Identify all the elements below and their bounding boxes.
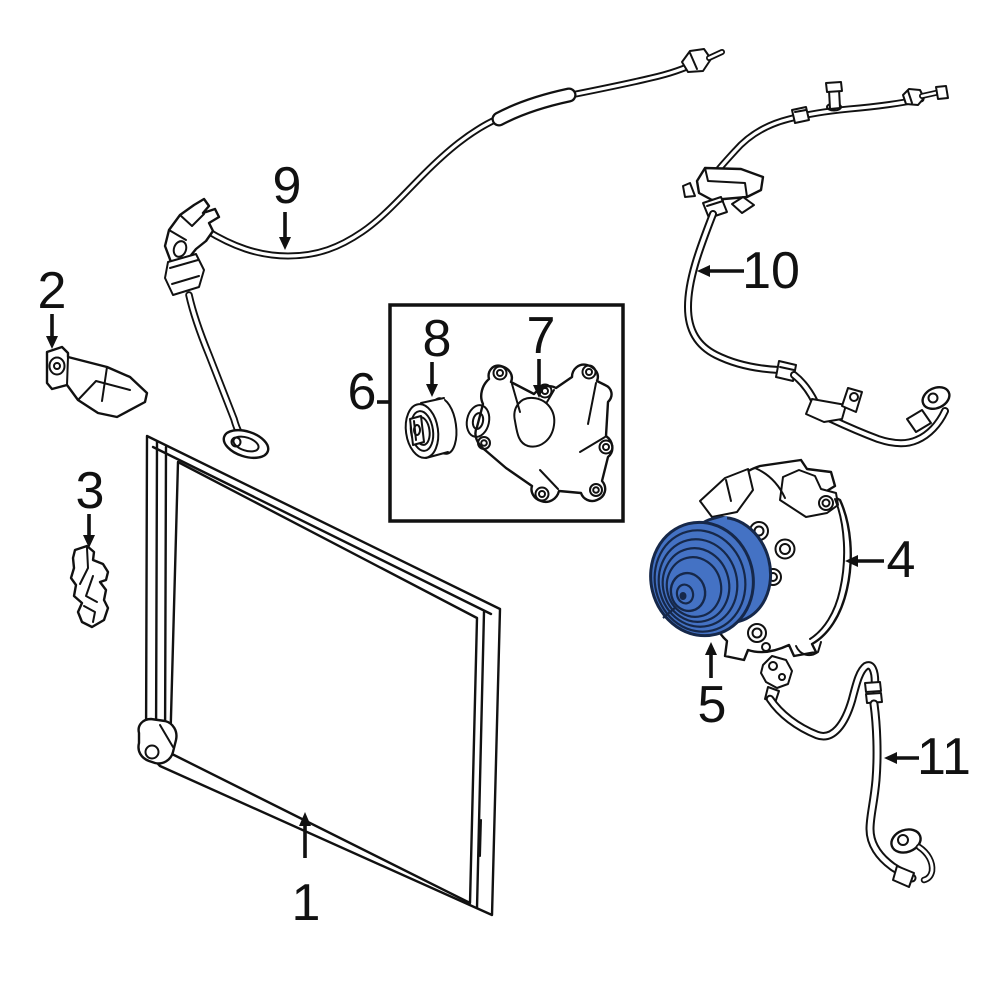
clip-3-drawing xyxy=(69,544,110,629)
callout-6: 6 xyxy=(348,363,391,421)
line9-flange xyxy=(222,428,270,460)
ac-hose-10-drawing xyxy=(682,81,951,448)
clutch-plate xyxy=(699,468,754,518)
callout-7: 7 xyxy=(527,307,556,398)
callout-10-label: 10 xyxy=(742,242,800,300)
callout-7-label: 7 xyxy=(527,307,556,365)
clutch-pulley-drawing xyxy=(649,515,773,638)
idler-hub-bolt xyxy=(409,415,425,446)
callout-1-label: 1 xyxy=(292,874,321,932)
callout-9: 9 xyxy=(273,157,302,250)
callout-5: 5 xyxy=(698,642,727,734)
callout-1: 1 xyxy=(292,812,321,932)
condenser-drawing xyxy=(137,434,502,917)
callouts: 1 2 3 4 5 6 7 xyxy=(38,157,971,932)
inset-box-6 xyxy=(388,303,625,523)
hose11-clamp xyxy=(760,655,793,689)
line9-connector-cylinder xyxy=(164,253,205,296)
callout-11: 11 xyxy=(884,728,971,786)
hose10-eyelet xyxy=(921,385,951,411)
callout-2: 2 xyxy=(38,262,67,349)
callout-5-label: 5 xyxy=(698,676,727,734)
callout-3-label: 3 xyxy=(76,462,105,520)
hose10-bracket xyxy=(805,398,847,423)
line9-end-fitting xyxy=(681,48,712,73)
idler-pulley-8-drawing xyxy=(404,397,458,459)
callout-4: 4 xyxy=(845,531,915,589)
mount-bracket-7-drawing xyxy=(465,363,614,504)
callout-8: 8 xyxy=(423,310,452,397)
callout-2-label: 2 xyxy=(38,262,67,320)
bracket-2-drawing xyxy=(45,345,149,419)
line9-connector xyxy=(163,197,221,264)
condenser-fitting xyxy=(137,717,178,765)
callout-3: 3 xyxy=(76,462,105,548)
callout-10: 10 xyxy=(697,242,800,300)
callout-9-label: 9 xyxy=(273,157,302,215)
callout-4-label: 4 xyxy=(887,531,916,589)
callout-6-label: 6 xyxy=(348,363,377,421)
ac-hose-11-drawing xyxy=(760,655,936,888)
hose11-eyelet xyxy=(890,828,922,854)
callout-8-label: 8 xyxy=(423,310,452,368)
ac-line-9-drawing xyxy=(163,48,725,460)
callout-11-label: 11 xyxy=(917,728,971,786)
